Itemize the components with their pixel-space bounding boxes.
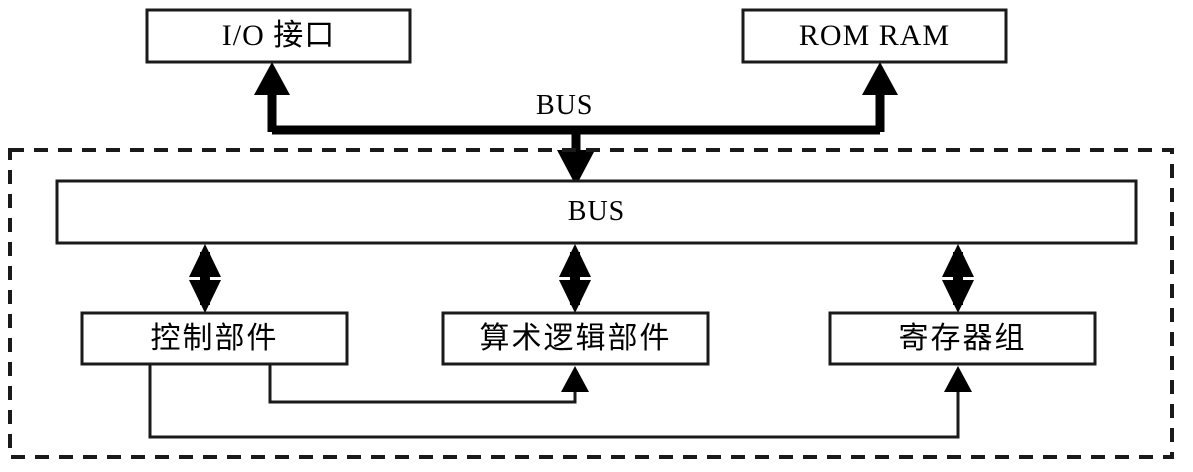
arrow-bus-alu-head-up [559,244,591,277]
io-interface-box [145,8,412,64]
register-file-box [828,311,1097,366]
arrow-bus-alu [559,244,591,313]
control-to-alu-feedback [268,364,589,404]
arrow-external-bus-to-internal-bus [557,128,595,186]
arrow-bus-register-file-head-down [942,280,974,313]
control-to-alu-feedback-head [561,366,589,392]
arrow-bus-control-unit-head-down [189,280,221,313]
internal-bus-box [55,179,1138,245]
arrow-bus-control-unit-head-up [189,244,221,277]
control-unit-box [80,311,349,366]
control-to-alu-feedback-path [268,364,577,404]
arrow-bus-down-head [557,150,595,186]
arrow-bus-to-io-head [254,62,290,95]
control-to-register-file-feedback-path [148,364,960,439]
arrow-bus-to-rom-ram [862,62,898,132]
arrow-bus-control-unit [189,244,221,313]
rom-ram-box [741,8,1008,64]
alu-box [441,311,710,366]
cpu-dashed-boundary [8,148,1174,459]
arrow-bus-alu-head-down [559,280,591,313]
arrow-bus-to-io [254,62,290,132]
arrow-bus-to-rom-ram-head [862,62,898,95]
arrow-bus-register-file [942,244,974,313]
control-to-register-file-feedback [148,364,972,439]
control-to-register-file-feedback-head [944,366,972,392]
arrow-bus-register-file-head-up [942,244,974,277]
